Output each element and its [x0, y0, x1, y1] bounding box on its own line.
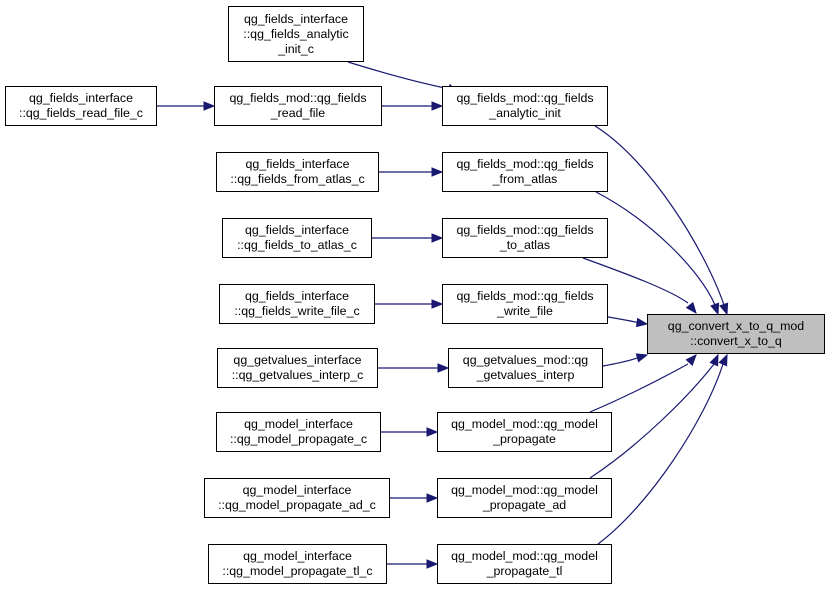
node-label: qg_fields_interface — [243, 11, 348, 26]
node-label: qg_fields_interface — [244, 289, 349, 303]
node-label: qg_getvalues_interface — [233, 353, 362, 367]
node-label: qg_getvalues_mod::qg — [462, 353, 589, 367]
node-iface-to-atlas-c[interactable]: qg_fields_interface ::qg_fields_to_atlas… — [222, 218, 372, 258]
node-label: ::qg_fields_to_atlas_c — [237, 238, 357, 252]
node-label: ::qg_fields_write_file_c — [234, 304, 360, 318]
node-iface-write-file-c[interactable]: qg_fields_interface ::qg_fields_write_fi… — [219, 284, 375, 324]
edge-arrowhead — [709, 353, 719, 367]
node-getvalues-interp[interactable]: qg_getvalues_mod::qg _getvalues_interp — [448, 348, 603, 388]
node-iface-model-propagate-tl-c[interactable]: qg_model_interface ::qg_model_propagate_… — [208, 544, 387, 584]
node-label: _write_file — [497, 304, 553, 318]
edge-line — [589, 363, 715, 479]
edge-arrowhead — [685, 301, 697, 315]
edge-arrowhead — [203, 101, 216, 111]
node-label: qg_fields_interface — [244, 223, 349, 237]
edge-line — [602, 356, 641, 367]
node-model-propagate[interactable]: qg_model_mod::qg_model _propagate — [437, 412, 612, 452]
node-iface-from-atlas-c[interactable]: qg_fields_interface ::qg_fields_from_atl… — [216, 152, 379, 192]
edge-arrowhead — [710, 302, 720, 316]
node-label: _from_atlas — [492, 172, 558, 186]
node-label: qg_fields_interface — [28, 91, 133, 105]
node-label: ::qg_getvalues_interp_c — [231, 368, 364, 382]
node-label: _propagate — [493, 432, 556, 446]
edge-arrowhead — [685, 353, 697, 366]
node-label: qg_convert_x_to_q_mod — [667, 319, 805, 333]
edge-arrowhead — [431, 101, 444, 111]
node-label: qg_fields_interface — [245, 157, 350, 171]
node-label: ::qg_fields_analytic — [243, 26, 349, 41]
node-label: ::qg_model_propagate_c — [229, 432, 368, 446]
edge-line — [594, 125, 725, 306]
edge-line — [582, 257, 689, 304]
node-iface-getvalues-interp-c[interactable]: qg_getvalues_interface ::qg_getvalues_in… — [217, 348, 378, 388]
edge-arrowhead — [718, 353, 728, 367]
node-label: qg_fields_mod::qg_fields — [456, 157, 594, 171]
node-iface-model-propagate-ad-c[interactable]: qg_model_interface ::qg_model_propagate_… — [204, 478, 390, 518]
node-fields-write-file[interactable]: qg_fields_mod::qg_fields _write_file — [442, 284, 608, 324]
node-label: ::qg_fields_read_file_c — [19, 106, 143, 120]
node-model-propagate-tl[interactable]: qg_model_mod::qg_model _propagate_tl — [437, 544, 612, 584]
edge-arrowhead — [431, 233, 444, 243]
edge-arrowhead — [426, 493, 439, 503]
edge-arrowhead — [426, 427, 439, 437]
edge-arrowhead — [719, 302, 729, 316]
edge-line — [595, 191, 716, 306]
node-label: _init_c — [278, 41, 314, 56]
node-label: _propagate_tl — [486, 564, 563, 578]
node-label: _to_atlas — [499, 238, 551, 252]
edge-line — [607, 316, 641, 324]
node-label: qg_model_interface — [242, 483, 352, 497]
node-label: ::qg_model_propagate_tl_c — [222, 564, 373, 578]
node-fields-to-atlas[interactable]: qg_fields_mod::qg_fields _to_atlas — [442, 218, 608, 258]
node-label: ::qg_fields_from_atlas_c — [230, 172, 365, 186]
node-iface-model-propagate-c[interactable]: qg_model_interface ::qg_model_propagate_… — [216, 412, 381, 452]
node-label: qg_fields_mod::qg_fields — [456, 289, 594, 303]
edge-line — [589, 363, 689, 413]
node-label: ::convert_x_to_q — [690, 334, 782, 348]
node-label: qg_model_mod::qg_model — [451, 417, 598, 431]
edge-arrowhead — [635, 353, 649, 363]
edge-line — [347, 61, 451, 90]
node-label: qg_fields_mod::qg_fields — [456, 223, 594, 237]
node-label: qg_model_mod::qg_model — [451, 483, 598, 497]
node-label: qg_model_interface — [243, 549, 352, 563]
node-model-propagate-ad[interactable]: qg_model_mod::qg_model _propagate_ad — [437, 478, 612, 518]
node-iface-read-file-c[interactable]: qg_fields_interface ::qg_fields_read_fil… — [5, 86, 157, 126]
node-label: _analytic_init — [489, 106, 561, 120]
edge-line — [597, 363, 724, 545]
node-label: _read_file — [270, 106, 326, 120]
node-label: _propagate_ad — [482, 498, 567, 512]
node-iface-analytic-init-c[interactable]: qg_fields_interface ::qg_fields_analytic… — [228, 6, 364, 62]
node-label: _getvalues_interp — [476, 368, 575, 382]
node-fields-read-file[interactable]: qg_fields_mod::qg_fields _read_file — [214, 86, 382, 126]
node-label: qg_fields_mod::qg_fields — [456, 91, 594, 105]
edge-arrowhead — [431, 299, 444, 309]
node-label: qg_model_mod::qg_model — [451, 549, 598, 563]
node-fields-from-atlas[interactable]: qg_fields_mod::qg_fields _from_atlas — [442, 152, 608, 192]
node-label: ::qg_model_propagate_ad_c — [218, 498, 376, 512]
edge-arrowhead — [431, 167, 444, 177]
edge-arrowhead — [437, 363, 450, 373]
edge-arrowhead — [635, 317, 649, 328]
node-label: qg_fields_mod::qg_fields — [229, 91, 367, 105]
node-label: qg_model_interface — [244, 417, 353, 431]
node-target: qg_convert_x_to_q_mod ::convert_x_to_q — [647, 314, 825, 354]
node-fields-analytic-init[interactable]: qg_fields_mod::qg_fields _analytic_init — [442, 86, 608, 126]
edge-arrowhead — [426, 559, 439, 569]
